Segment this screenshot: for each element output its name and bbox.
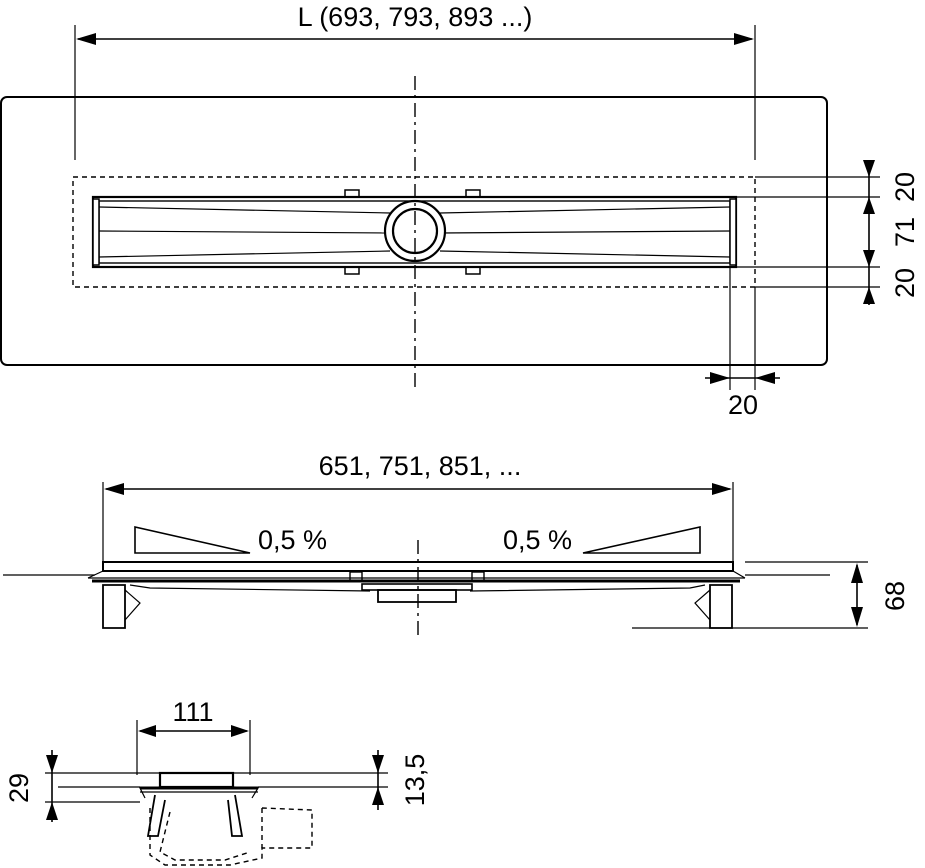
height-label: 68 xyxy=(880,581,910,611)
dim-label-right-top: 20 xyxy=(890,172,920,202)
side-view: 651, 751, 851, ... 0,5 % 0,5 % xyxy=(3,451,910,640)
section-profile xyxy=(139,771,313,866)
section-width-label: 111 xyxy=(172,697,213,727)
slope-label-right: 0,5 % xyxy=(503,525,572,555)
dim-label-bottom-right: 20 xyxy=(728,390,758,420)
slope-indicator-left xyxy=(134,525,251,554)
outlet-flange xyxy=(361,583,473,591)
support-foot-left xyxy=(102,584,126,629)
arrow-down-2 xyxy=(863,250,875,267)
arrow-up-1 xyxy=(863,197,875,214)
arrow-down-1 xyxy=(863,160,875,177)
support-foot-right xyxy=(709,584,733,629)
arrow-right-small xyxy=(710,372,730,384)
channel-profile xyxy=(87,561,746,629)
top-view: L (693, 793, 893 ...) xyxy=(0,2,920,420)
section-height-left-label: 29 xyxy=(4,773,34,803)
section-view: 111 29 13,5 xyxy=(4,697,430,866)
arrow-up-2 xyxy=(863,287,875,304)
arrow-left xyxy=(76,33,96,45)
slope-indicator-right xyxy=(582,526,701,554)
dim-label-right-bottom: 20 xyxy=(890,268,920,298)
outlet-body xyxy=(377,589,457,603)
arrow-left-small xyxy=(755,372,775,384)
length-label: L (693, 793, 893 ...) xyxy=(298,2,533,32)
section-height-right-label: 13,5 xyxy=(400,754,430,807)
dim-label-right-middle: 71 xyxy=(890,217,920,247)
floor-panel-outline xyxy=(0,96,828,366)
slope-label-left: 0,5 % xyxy=(258,525,327,555)
arrow-right xyxy=(734,33,754,45)
side-length-label: 651, 751, 851, ... xyxy=(319,451,522,481)
